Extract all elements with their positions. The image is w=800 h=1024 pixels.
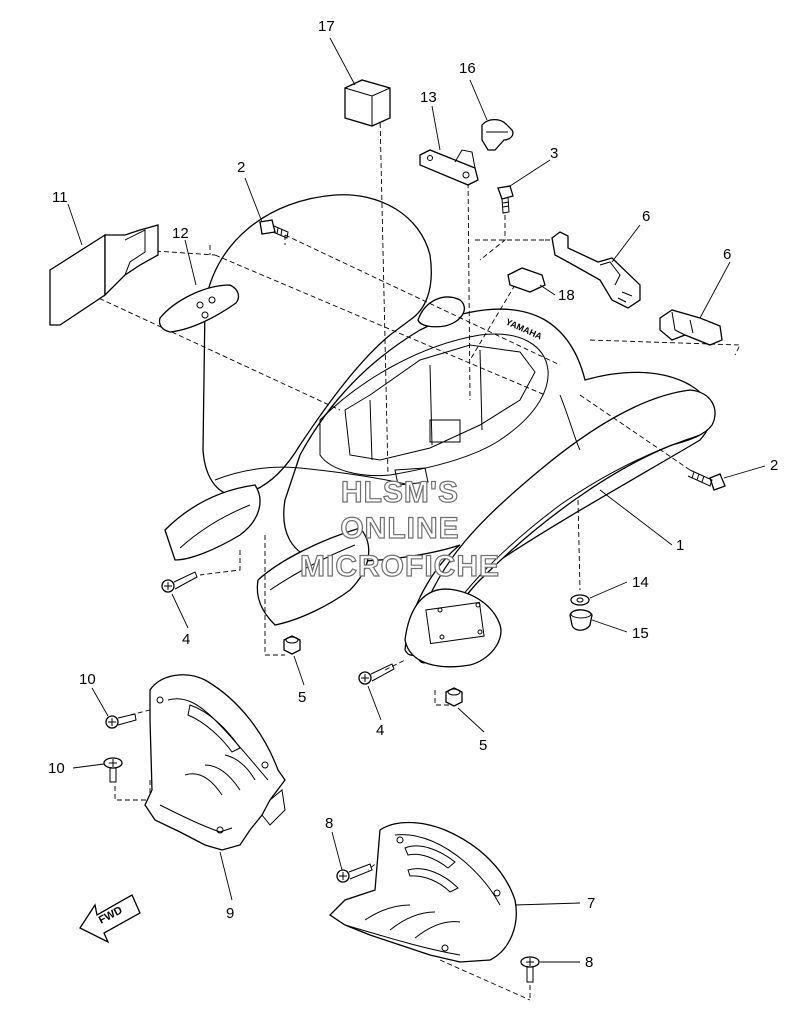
watermark: HLSM'S ONLINE MICROFICHE <box>299 475 500 583</box>
washer-part-14 <box>570 594 590 606</box>
bracket-plate-part-11 <box>49 224 159 326</box>
leader-lines <box>67 37 766 963</box>
bolt-part-2-upper <box>259 219 289 239</box>
forward-arrow-icon: FWD <box>79 894 141 944</box>
callout-9: 9 <box>226 905 234 922</box>
callout-13: 13 <box>420 89 437 106</box>
callout-6-right: 6 <box>723 246 731 263</box>
watermark-line-2: ONLINE <box>340 512 459 545</box>
callout-11: 11 <box>52 189 68 206</box>
callout-10-lower: 10 <box>48 760 65 777</box>
callout-3: 3 <box>550 145 558 162</box>
grommet-part-15 <box>569 609 593 631</box>
callout-6-left: 6 <box>642 208 650 225</box>
plate-part-12 <box>158 284 240 333</box>
block-part-17 <box>344 79 391 127</box>
callout-16: 16 <box>459 60 476 77</box>
screw-part-4-left <box>161 571 198 593</box>
callout-5-left: 5 <box>298 689 306 706</box>
nut-part-5-left <box>283 635 301 655</box>
watermark-line-3: MICROFICHE <box>300 550 500 583</box>
pad-part-18 <box>507 267 546 293</box>
callout-15: 15 <box>632 625 649 642</box>
callout-7: 7 <box>587 895 595 912</box>
callout-5-right: 5 <box>479 737 487 754</box>
callout-8-upper: 8 <box>325 815 333 832</box>
callout-2-right: 2 <box>770 457 778 474</box>
holder-part-13 <box>419 149 479 186</box>
screw-part-4-right <box>358 663 395 685</box>
callout-2-upper: 2 <box>237 159 245 176</box>
rear-fender: YAMAHA <box>164 194 716 668</box>
screw-part-10-upper <box>105 713 137 729</box>
callout-1: 1 <box>676 537 684 554</box>
watermark-line-1: HLSM'S <box>341 476 459 509</box>
mud-guard-part-9 <box>144 674 286 851</box>
callout-4-right: 4 <box>376 722 384 739</box>
callout-17: 17 <box>318 18 335 35</box>
callout-4-left: 4 <box>182 631 190 648</box>
clip-part-16 <box>481 118 514 151</box>
callout-18: 18 <box>558 287 575 304</box>
callout-10-upper: 10 <box>79 671 96 688</box>
screw-part-8-upper <box>336 863 373 883</box>
bracket-part-6-right <box>659 309 723 346</box>
callout-8-lower: 8 <box>585 954 593 971</box>
bolt-part-2-right <box>687 469 726 491</box>
bolt-part-3 <box>497 185 514 214</box>
callout-labels: 17 16 13 3 2 2 11 12 6 6 18 1 14 15 4 4 … <box>48 18 778 971</box>
screw-part-10-lower <box>103 757 123 783</box>
nut-part-5-right <box>445 687 463 707</box>
screw-part-8-lower <box>520 956 540 983</box>
mud-guard-part-7 <box>328 821 517 963</box>
callout-12: 12 <box>172 225 189 242</box>
bracket-part-6-left <box>551 231 641 309</box>
callout-14: 14 <box>632 574 649 591</box>
